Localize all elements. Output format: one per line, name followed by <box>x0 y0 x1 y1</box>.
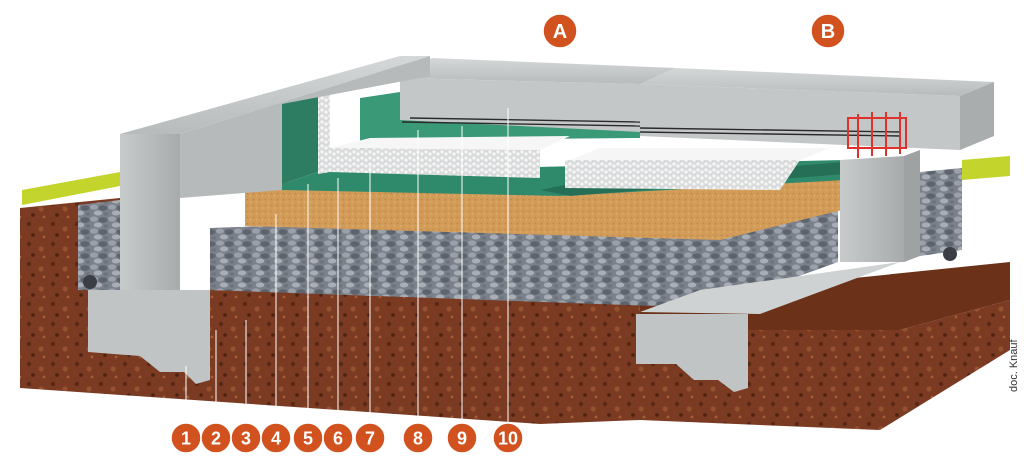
backfill-gravel-right <box>920 168 962 256</box>
slab-a-top <box>400 58 676 84</box>
callout-2: 2 <box>200 422 232 454</box>
image-credit: doc. Knauf <box>1008 339 1020 392</box>
drain-pipe-right <box>943 247 957 261</box>
callout-4-label: 4 <box>271 428 281 448</box>
section-badge-b: B <box>810 13 846 49</box>
insulation-board-right-top <box>570 148 830 160</box>
callout-8-circle <box>402 422 434 454</box>
footing-left <box>88 290 210 384</box>
insulation-board-left-top <box>330 136 570 150</box>
foundation-right <box>636 150 920 392</box>
callout-4: 4 <box>260 422 292 454</box>
section-badge-b-circle <box>810 13 846 49</box>
rebar-cage <box>847 112 907 158</box>
callout-7-circle <box>354 422 386 454</box>
callout-2-label: 2 <box>211 428 221 448</box>
wall-left-front <box>120 134 180 290</box>
callout-8: 8 <box>402 422 434 454</box>
section-badge-b-label: B <box>821 21 835 43</box>
callout-9-circle <box>446 422 478 454</box>
callout-6: 6 <box>322 422 354 454</box>
rebar-mesh <box>401 117 901 137</box>
callout-4-circle <box>260 422 292 454</box>
backfill-gravel-left <box>78 200 120 290</box>
edge-insulation-strip <box>318 94 330 174</box>
callout-9-label: 9 <box>457 428 467 448</box>
callout-10-circle <box>492 422 524 454</box>
insulation-board-right-side <box>565 160 800 190</box>
slab-b-side <box>960 82 994 150</box>
callout-1-label: 1 <box>181 428 191 448</box>
callout-6-label: 6 <box>333 428 343 448</box>
section-badge-a-label: A <box>553 21 567 43</box>
membrane-panel-a <box>360 92 400 150</box>
grass-strip-right <box>962 156 1010 180</box>
callout-5: 5 <box>292 422 324 454</box>
callout-3: 3 <box>230 422 262 454</box>
callout-9: 9 <box>446 422 478 454</box>
wall-right-front <box>840 156 904 262</box>
callout-5-label: 5 <box>303 428 313 448</box>
section-badge-a: A <box>542 13 578 49</box>
footing-right <box>636 314 748 392</box>
section-badge-a-circle <box>542 13 578 49</box>
footing-right-top <box>640 262 900 314</box>
callout-7: 7 <box>354 422 386 454</box>
insulation-board-left-side <box>330 148 540 178</box>
wall-back-inner <box>180 56 430 198</box>
drain-pipe-left <box>83 275 97 289</box>
callout-7-label: 7 <box>365 428 375 448</box>
wall-right-side <box>904 150 920 262</box>
callout-10: 10 <box>492 422 524 454</box>
membrane-upturn-back <box>282 94 318 184</box>
callout-10-label: 10 <box>498 428 518 448</box>
callout-8-label: 8 <box>413 428 423 448</box>
callout-1: 1 <box>170 422 202 454</box>
wall-back-top <box>120 56 430 134</box>
callout-3-label: 3 <box>241 428 251 448</box>
callout-6-circle <box>322 422 354 454</box>
slab-b <box>640 68 994 150</box>
leader-lines <box>185 108 509 432</box>
grass-strip-left <box>22 172 120 205</box>
slab-b-top <box>640 68 994 96</box>
foundation-left <box>88 56 430 384</box>
